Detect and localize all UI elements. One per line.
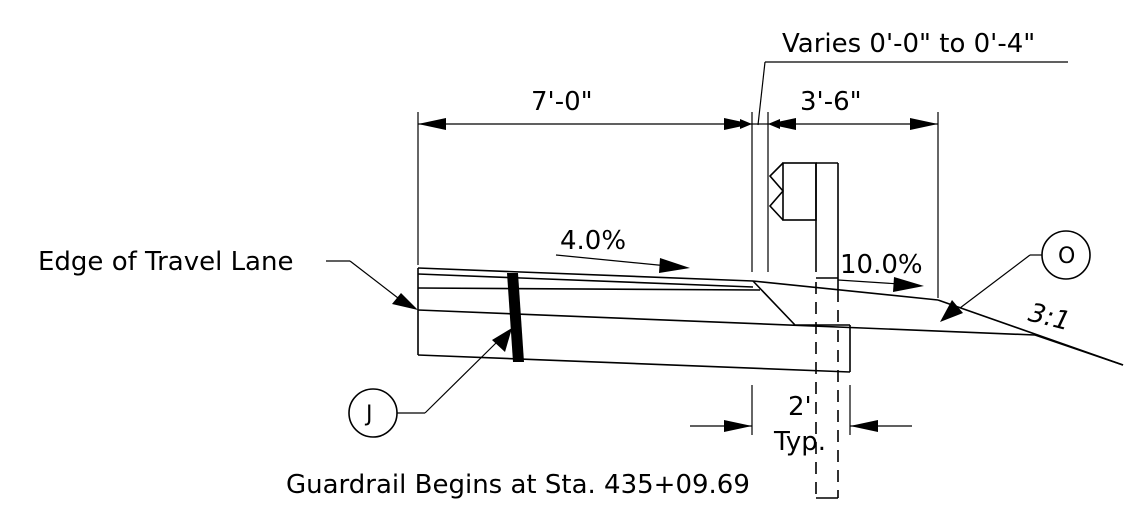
callout-j-label: J [364,402,373,427]
slope-arrow-shoulder [837,277,924,292]
slope-lane-label: 4.0% [560,226,626,256]
varies-leader [757,61,1068,126]
varies-note: Varies 0'-0" to 0'-4" [782,29,1035,59]
slope-arrow-lane [555,254,690,273]
joint-bar [507,273,524,362]
pavement-section [417,267,1124,373]
callout-o [940,230,1091,322]
dimension-3ft6-label: 3'-6" [800,87,862,117]
callout-o-label: O [1058,244,1075,269]
dimension-3ft6 [768,118,938,130]
post-offset-dimension [690,385,912,435]
post-offset-typ: Typ. [773,427,826,457]
guardrail-post [768,162,839,499]
guardrail-begins-note: Guardrail Begins at Sta. 435+09.69 [286,470,750,500]
side-slope-label: 3:1 [1025,298,1073,337]
extension-lines [417,112,939,298]
edge-of-travel-lane-label: Edge of Travel Lane [38,247,293,277]
callout-j [348,328,512,438]
slope-shoulder-label: 10.0% [840,250,923,280]
post-offset-value: 2' [788,392,812,422]
dimension-7ft [418,118,752,130]
dimension-7ft-label: 7'-0" [531,87,593,117]
edge-leader [326,260,418,310]
